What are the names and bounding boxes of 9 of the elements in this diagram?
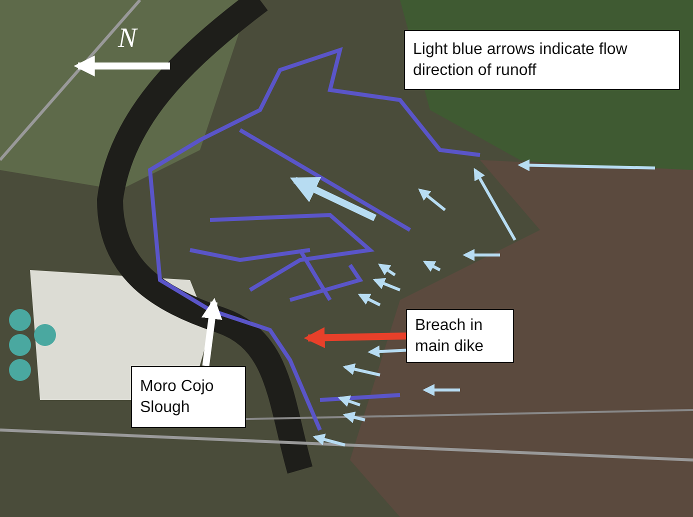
- callout-box: [131, 366, 246, 428]
- arrow: [304, 327, 406, 348]
- callout-text: Breach in main dike: [415, 316, 484, 357]
- callout-text: Light blue arrows indicate flow direction of runoff: [413, 40, 628, 81]
- callout-text: Moro Cojo Slough: [140, 377, 215, 418]
- callout-box: [406, 309, 514, 363]
- arrow: [201, 298, 222, 366]
- north-label: N: [118, 24, 137, 54]
- callout-box: [404, 30, 680, 90]
